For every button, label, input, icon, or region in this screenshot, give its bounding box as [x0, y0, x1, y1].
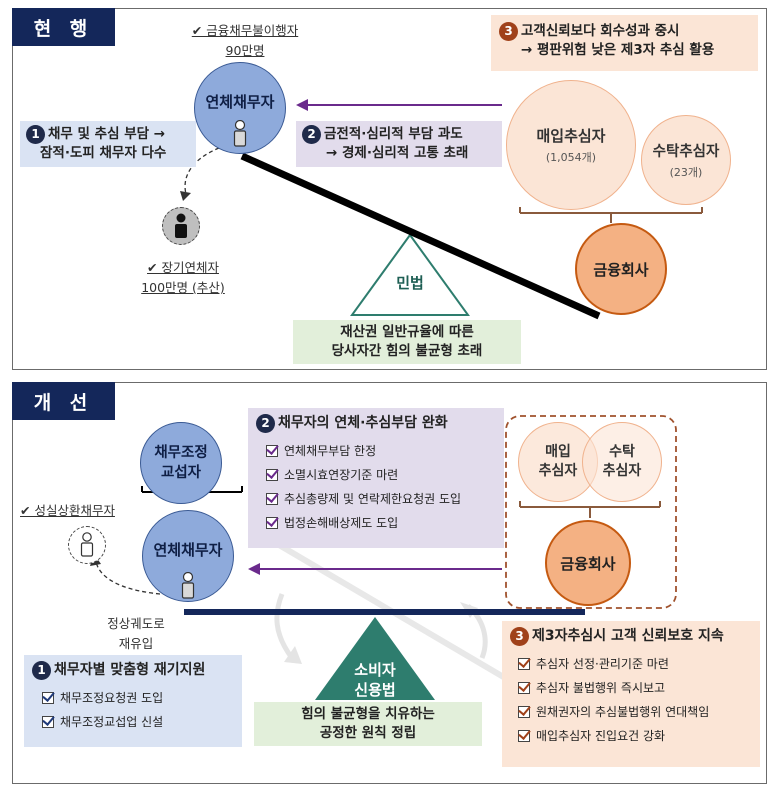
checkbox-icon [266, 517, 278, 529]
purchase-collector-circle: 매입추심자 (1,054개) [506, 80, 636, 210]
improved-point2-item: 연체채무부담 한정 [266, 439, 496, 463]
number-badge-3: 3 [499, 22, 518, 41]
person-silhouette-icon [175, 213, 187, 238]
person-icon [233, 120, 247, 147]
checkbox-icon [518, 730, 530, 742]
current-financial-company-circle: 금융회사 [575, 223, 667, 315]
improved-fulcrum-triangle [315, 617, 435, 700]
negotiator-circle: 채무조정 교섭자 [140, 422, 222, 504]
improved-point3-item: 매입추심자 진입요건 강화 [518, 724, 752, 748]
improved-point2-item: 소멸시효연장기준 마련 [266, 463, 496, 487]
number-badge-1: 1 [32, 661, 51, 680]
current-header: 현 행 [12, 8, 115, 46]
honest-debtor-label: ✔ 성실상환채무자 [20, 503, 115, 518]
number-badge-2: 2 [302, 125, 321, 144]
current-seesaw-graphic [180, 99, 703, 320]
improved-collector-group-frame [505, 415, 677, 609]
long-term-label: ✔ 장기연체자 [147, 260, 219, 275]
person-icon [181, 572, 195, 599]
checkbox-icon [266, 469, 278, 481]
current-debtor-circle: 연체채무자 [194, 62, 286, 154]
consign-collector-circle: 수탁추심자 (23개) [641, 115, 731, 205]
current-debtor-count-label: ✔ 금융채무불이행자 [191, 23, 299, 38]
improved-point3-item: 추심자 불법행위 즉시보고 [518, 676, 752, 700]
improved-point1-item: 채무조정요청권 도입 [42, 686, 234, 710]
number-badge-2: 2 [256, 414, 275, 433]
improved-point3-item: 원채권자의 추심불법행위 연대책임 [518, 700, 752, 724]
improved-law-label: 소비자 신용법 [354, 661, 396, 699]
person-outline-icon [80, 532, 94, 557]
current-seesaw-beam [240, 152, 601, 320]
checkbox-icon [518, 706, 530, 718]
reentry-label: 정상궤도로 재유입 [107, 616, 165, 651]
checkbox-icon [266, 493, 278, 505]
improved-consign-collector-circle: 수탁 추심자 [582, 422, 662, 502]
improved-point2-item: 법정손해배상제도 도입 [266, 511, 496, 535]
improved-point1-item: 채무조정교섭업 신설 [42, 710, 234, 734]
long-term-debtor-icon [162, 207, 200, 245]
current-debtor-count-value: 90만명 [225, 43, 265, 58]
improved-financial-company-circle: 금융회사 [545, 520, 631, 606]
checkbox-icon [42, 692, 54, 704]
improved-point3-item: 추심자 선정·관리기준 마련 [518, 652, 752, 676]
checkbox-icon [518, 658, 530, 670]
current-fulcrum-triangle [350, 233, 470, 316]
improved-point2-item: 추심총량제 및 연락제한요청권 도입 [266, 487, 496, 511]
current-law-label: 민법 [396, 274, 424, 292]
current-dashed-curve [184, 147, 220, 195]
checkbox-icon [518, 682, 530, 694]
improved-law-note-box: 힘의 불균형을 치유하는 공정한 원칙 정립 [254, 702, 482, 746]
checkbox-icon [266, 445, 278, 457]
number-badge-1: 1 [26, 125, 45, 144]
long-term-value: 100만명 (추산) [141, 280, 225, 295]
current-law-note-box: 재산권 일반규율에 따른 당사자간 힘의 불균형 초래 [293, 320, 521, 364]
checkbox-icon [42, 716, 54, 728]
improved-header: 개 선 [12, 382, 115, 420]
improved-dashed-curve [95, 561, 161, 595]
number-badge-3: 3 [510, 627, 529, 646]
